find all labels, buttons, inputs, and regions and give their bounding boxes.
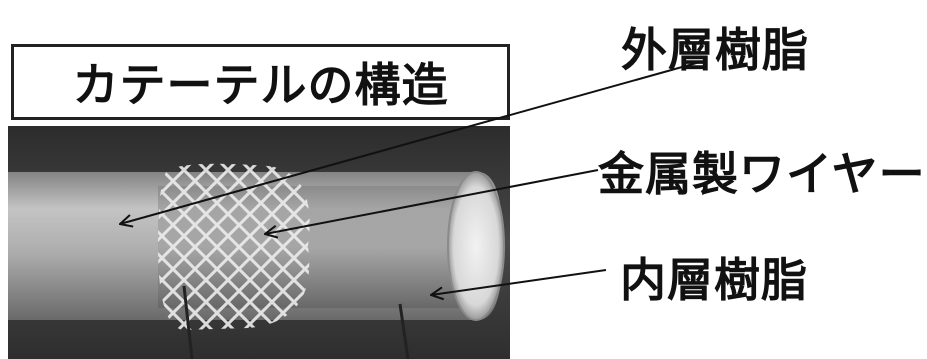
label-inner-layer: 内層樹脂: [620, 253, 808, 307]
metal-braid: [158, 163, 310, 330]
diagram-title: カテーテルの構造: [72, 58, 449, 112]
catheter-photo: [8, 126, 510, 359]
label-outer-layer: 外層樹脂: [621, 23, 809, 77]
label-metal-wire: 金属製ワイヤー: [598, 147, 926, 201]
title-box: カテーテルの構造: [11, 44, 510, 120]
